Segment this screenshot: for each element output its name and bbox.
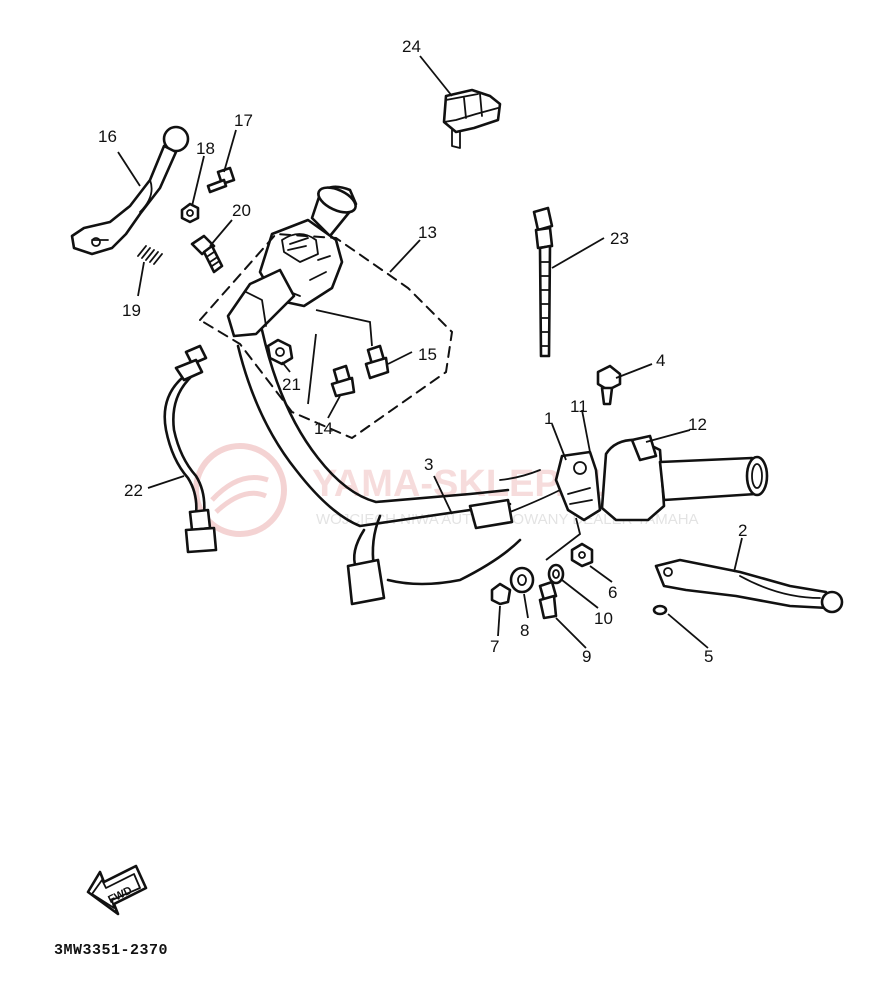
part-collar-8 bbox=[509, 566, 535, 594]
callout-18: 18 bbox=[196, 139, 215, 158]
part-left-lever bbox=[70, 125, 190, 256]
callout-3: 3 bbox=[424, 455, 433, 474]
part-right-lever bbox=[654, 558, 844, 614]
callout-1: 1 bbox=[544, 409, 553, 428]
part-wire-harness bbox=[163, 344, 218, 554]
callout-17: 17 bbox=[234, 111, 253, 130]
switch-assembly-outline bbox=[198, 232, 454, 440]
part-washer-10 bbox=[547, 563, 565, 585]
callout-7: 7 bbox=[490, 637, 499, 656]
callout-24: 24 bbox=[402, 37, 421, 56]
part-lever-bracket bbox=[554, 450, 602, 522]
part-clamp-bracket bbox=[442, 88, 502, 149]
part-screw-15 bbox=[364, 344, 390, 380]
callout-2: 2 bbox=[738, 521, 747, 540]
callout-10: 10 bbox=[594, 609, 613, 628]
callout-5: 5 bbox=[704, 647, 713, 666]
callout-20: 20 bbox=[232, 201, 251, 220]
part-bolt-17 bbox=[206, 166, 236, 194]
callout-labels: 1 2 3 4 5 6 7 8 9 10 11 12 13 14 15 16 1… bbox=[98, 37, 747, 666]
part-nut-6 bbox=[570, 542, 594, 568]
part-right-grip bbox=[600, 434, 769, 522]
callout-4: 4 bbox=[656, 351, 665, 370]
callout-8: 8 bbox=[520, 621, 529, 640]
part-nut-18 bbox=[180, 202, 200, 224]
part-bolt-4 bbox=[596, 364, 622, 406]
callout-16: 16 bbox=[98, 127, 117, 146]
watermark-logo-icon bbox=[193, 443, 287, 537]
part-bolt-9 bbox=[538, 580, 558, 620]
fwd-arrow-icon: FWD bbox=[86, 864, 148, 916]
part-washer-5 bbox=[652, 604, 668, 616]
part-cable bbox=[236, 328, 561, 606]
part-spring bbox=[137, 245, 163, 265]
callout-6: 6 bbox=[608, 583, 617, 602]
callout-14: 14 bbox=[314, 419, 333, 438]
diagram-code: 3MW3351-2370 bbox=[54, 942, 169, 959]
part-screw-20 bbox=[190, 234, 224, 274]
callout-12: 12 bbox=[688, 415, 707, 434]
callout-13: 13 bbox=[418, 223, 437, 242]
callout-9: 9 bbox=[582, 647, 591, 666]
callout-19: 19 bbox=[122, 301, 141, 320]
leader-lines bbox=[117, 55, 743, 649]
callout-21: 21 bbox=[282, 375, 301, 394]
callout-11: 11 bbox=[570, 397, 588, 416]
callout-22: 22 bbox=[124, 481, 143, 500]
part-screw-14 bbox=[330, 364, 356, 398]
part-nut-21 bbox=[266, 338, 294, 366]
callout-23: 23 bbox=[610, 229, 629, 248]
part-handlebar-switch bbox=[226, 185, 358, 338]
callout-15: 15 bbox=[418, 345, 437, 364]
part-cable-tie bbox=[532, 206, 554, 358]
part-nut-7 bbox=[490, 582, 512, 606]
